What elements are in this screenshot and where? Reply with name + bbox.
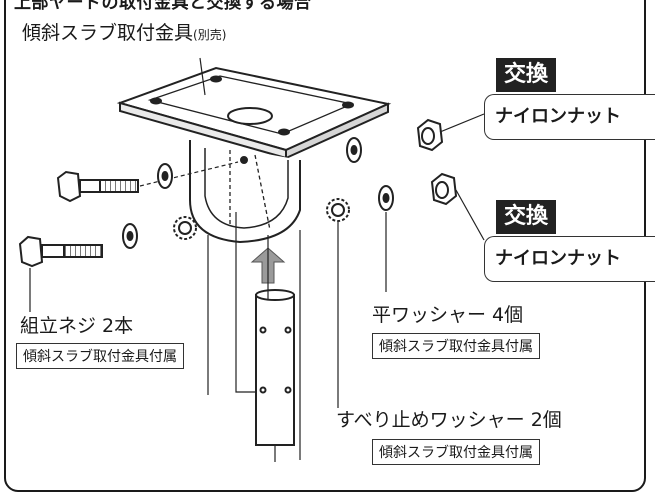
bolt-included-note: 傾斜スラブ取付金具付属 [16, 343, 184, 369]
lower-bolt [18, 235, 103, 268]
lock-washer-left [173, 216, 197, 240]
nylon-nut-label-1: ナイロンナット [484, 94, 655, 140]
nylon-nut-lower [430, 172, 458, 206]
slab-bracket-plate [116, 66, 392, 160]
flat-washer-right-lower [378, 185, 394, 211]
washer-included-note: 傾斜スラブ取付金具付属 [372, 333, 540, 359]
flat-washer-left-lower [122, 223, 138, 249]
bolt-label: 組立ネジ 2本 [20, 315, 134, 337]
flat-washer-left-upper [157, 163, 173, 189]
bracket-label: 傾斜スラブ取付金具(別売) [22, 22, 227, 44]
flat-washer-right-upper [346, 137, 362, 163]
lock-washer-label: すべり止めワッシャー 2個 [336, 409, 562, 431]
nylon-nut-label-2: ナイロンナット [484, 236, 655, 282]
lock-washer-included-note: 傾斜スラブ取付金具付属 [372, 439, 540, 465]
lock-washer-right [326, 198, 350, 222]
upper-bolt [56, 161, 239, 203]
header-text: 上部ヤードの取付金具と交換する場合 [14, 0, 312, 13]
nylon-nut-upper [416, 118, 444, 152]
pole [255, 289, 295, 446]
replace-badge-2: 交換 [496, 200, 557, 234]
replace-badge-1: 交換 [496, 58, 557, 92]
washer-label: 平ワッシャー 4個 [372, 304, 524, 326]
slab-bracket-body [189, 140, 301, 244]
